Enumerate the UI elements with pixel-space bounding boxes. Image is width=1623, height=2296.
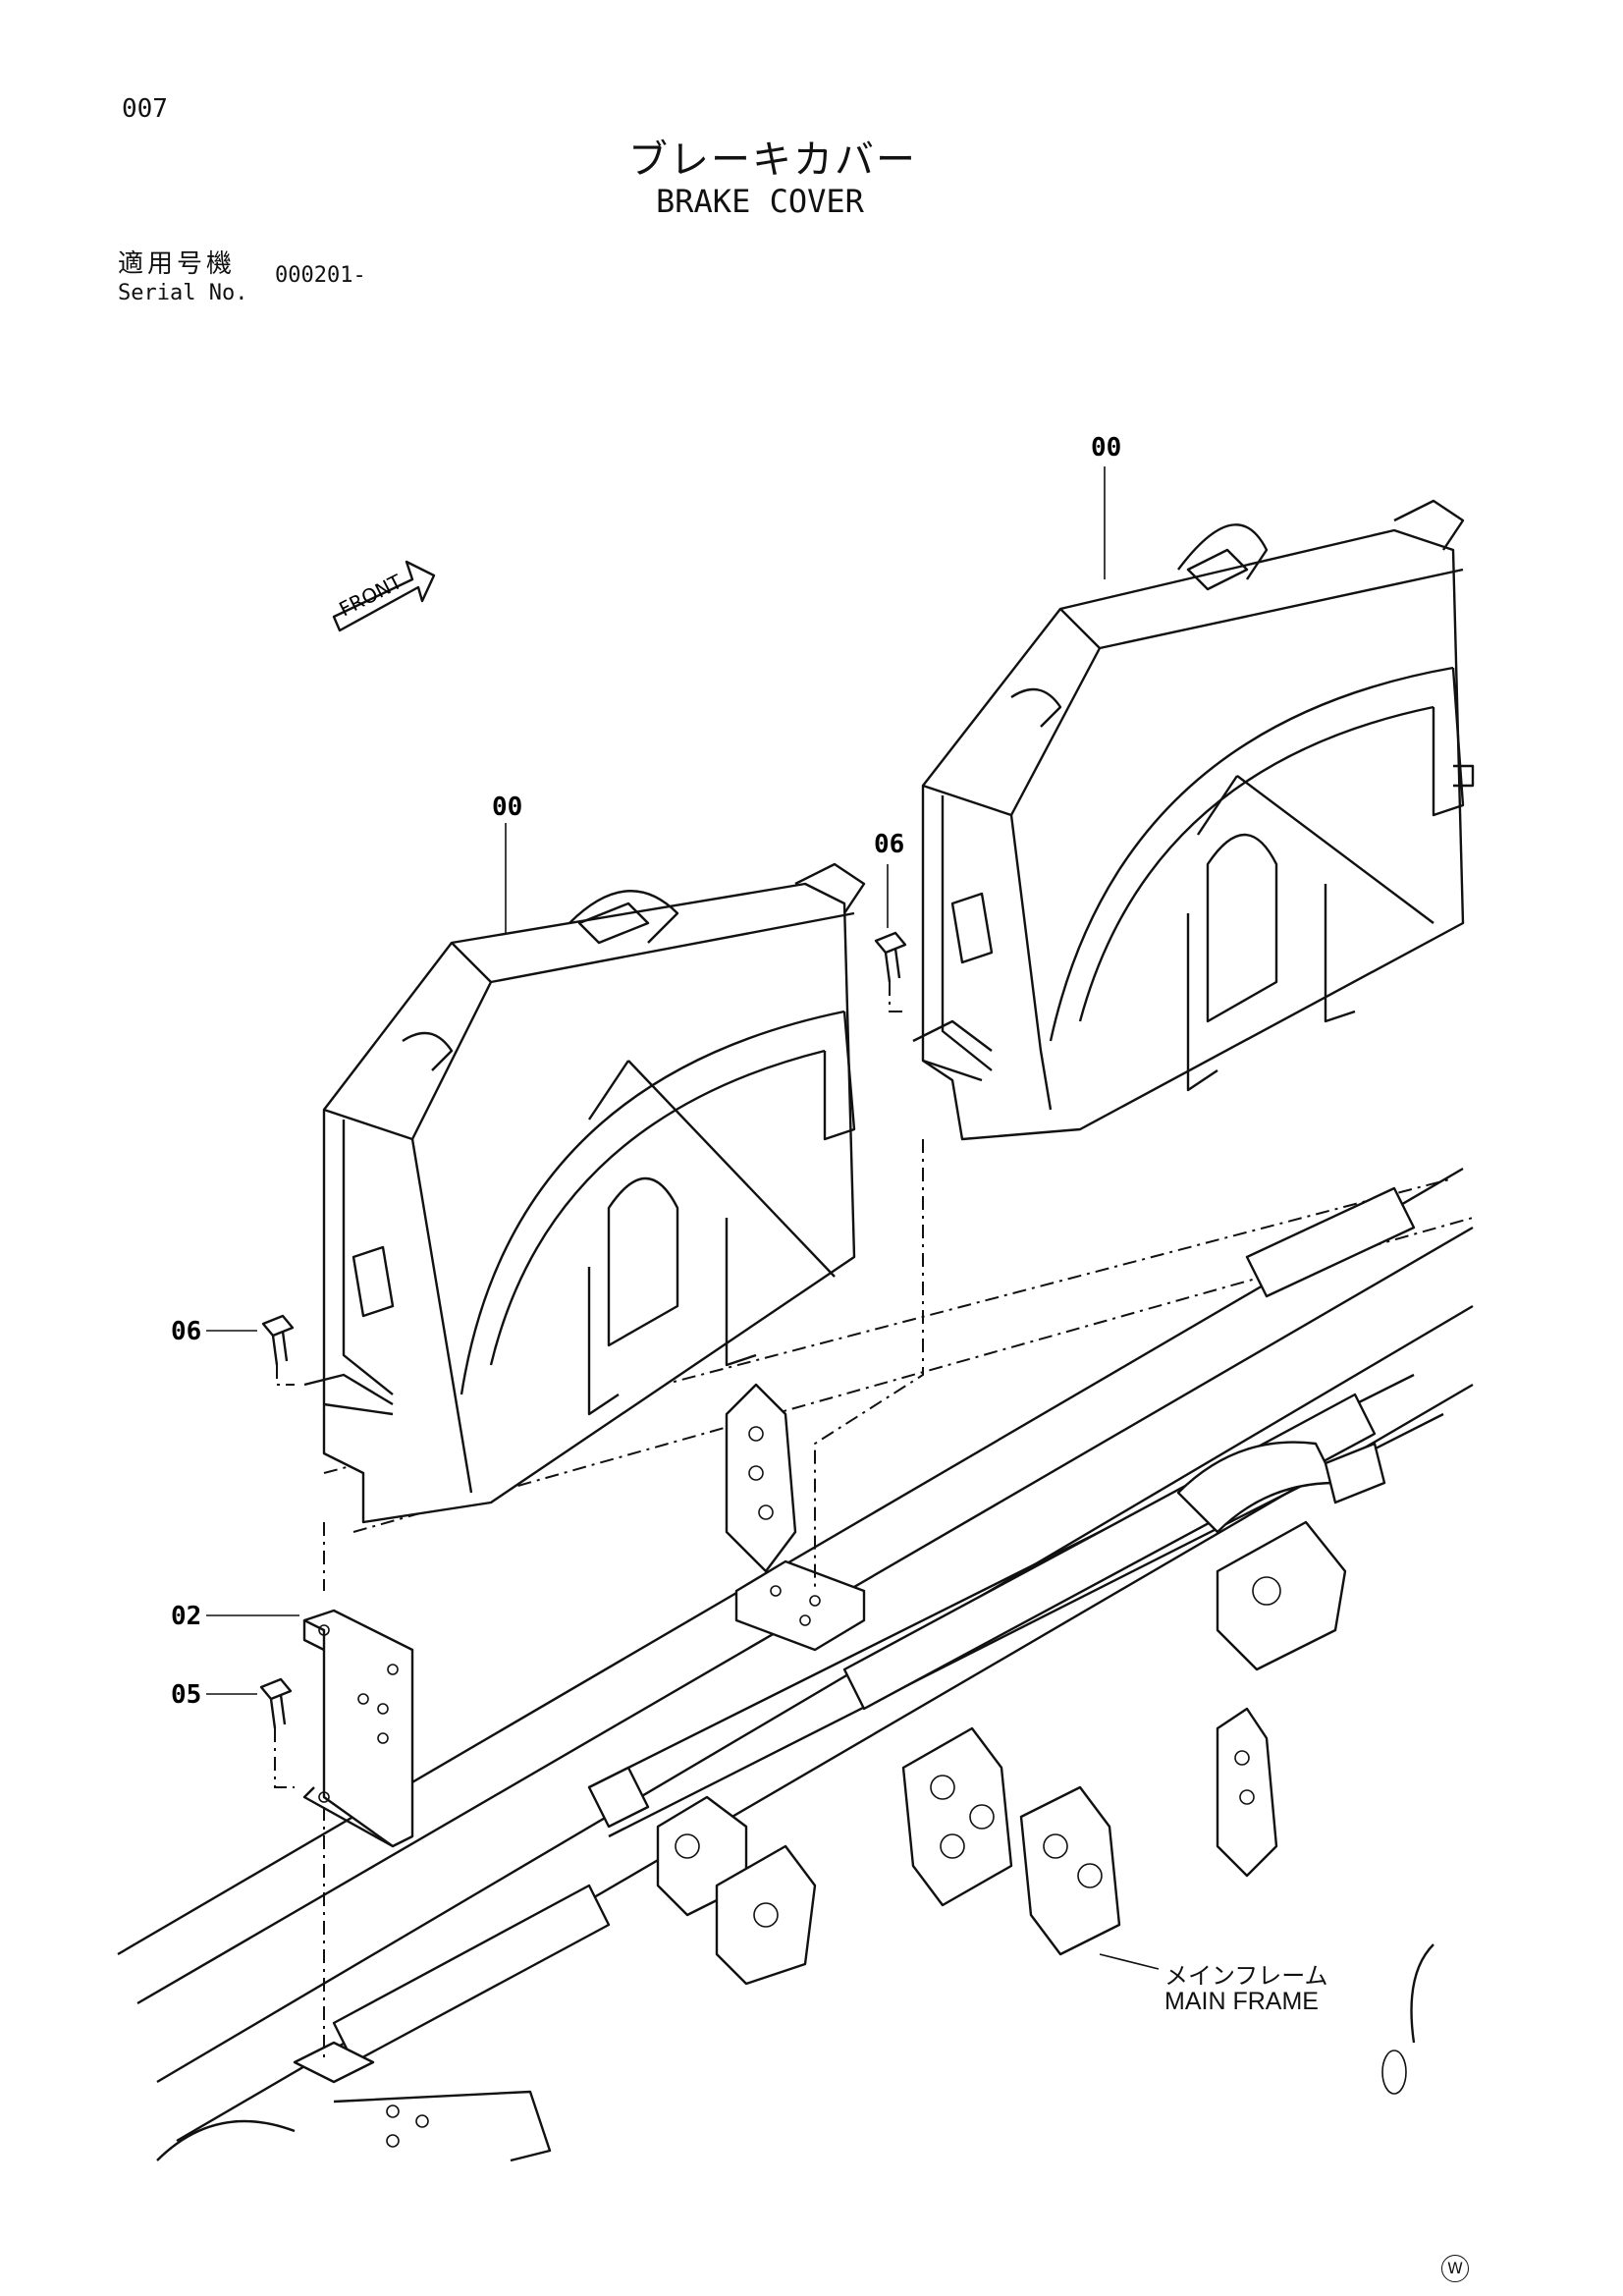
front-direction-arrow: FRONT — [332, 560, 436, 632]
page-title-english: BRAKE COVER — [656, 183, 864, 220]
serial-label-english: Serial No. — [118, 281, 248, 305]
watermark-stamp: W — [1441, 2255, 1469, 2282]
callout-bracket: 02 — [171, 1602, 201, 1631]
serial-label-japanese: 適用号機 — [118, 249, 237, 279]
callout-bolt-bracket: 05 — [171, 1680, 201, 1710]
brake-cover-left — [303, 862, 866, 1524]
brake-cover-right — [912, 499, 1475, 1141]
page-number: 007 — [122, 94, 168, 124]
bracket — [302, 1609, 414, 1848]
serial-number-value: 000201- — [275, 263, 366, 288]
bolt-right — [874, 931, 907, 983]
main-frame — [117, 1167, 1474, 2162]
main-frame-label-japanese: メインフレーム — [1164, 1962, 1328, 1990]
callout-cover-left: 00 — [492, 793, 522, 822]
main-frame-label-english: MAIN FRAME — [1164, 1988, 1319, 2015]
assembly-lines — [206, 466, 1160, 2062]
bolt-bracket — [259, 1677, 293, 1729]
page-title-japanese: ブレーキカバー — [628, 137, 917, 183]
callout-bolt-right: 06 — [874, 830, 904, 859]
callout-bolt-left: 06 — [171, 1317, 201, 1346]
callout-cover-right: 00 — [1091, 433, 1121, 463]
bolt-left — [261, 1314, 295, 1366]
